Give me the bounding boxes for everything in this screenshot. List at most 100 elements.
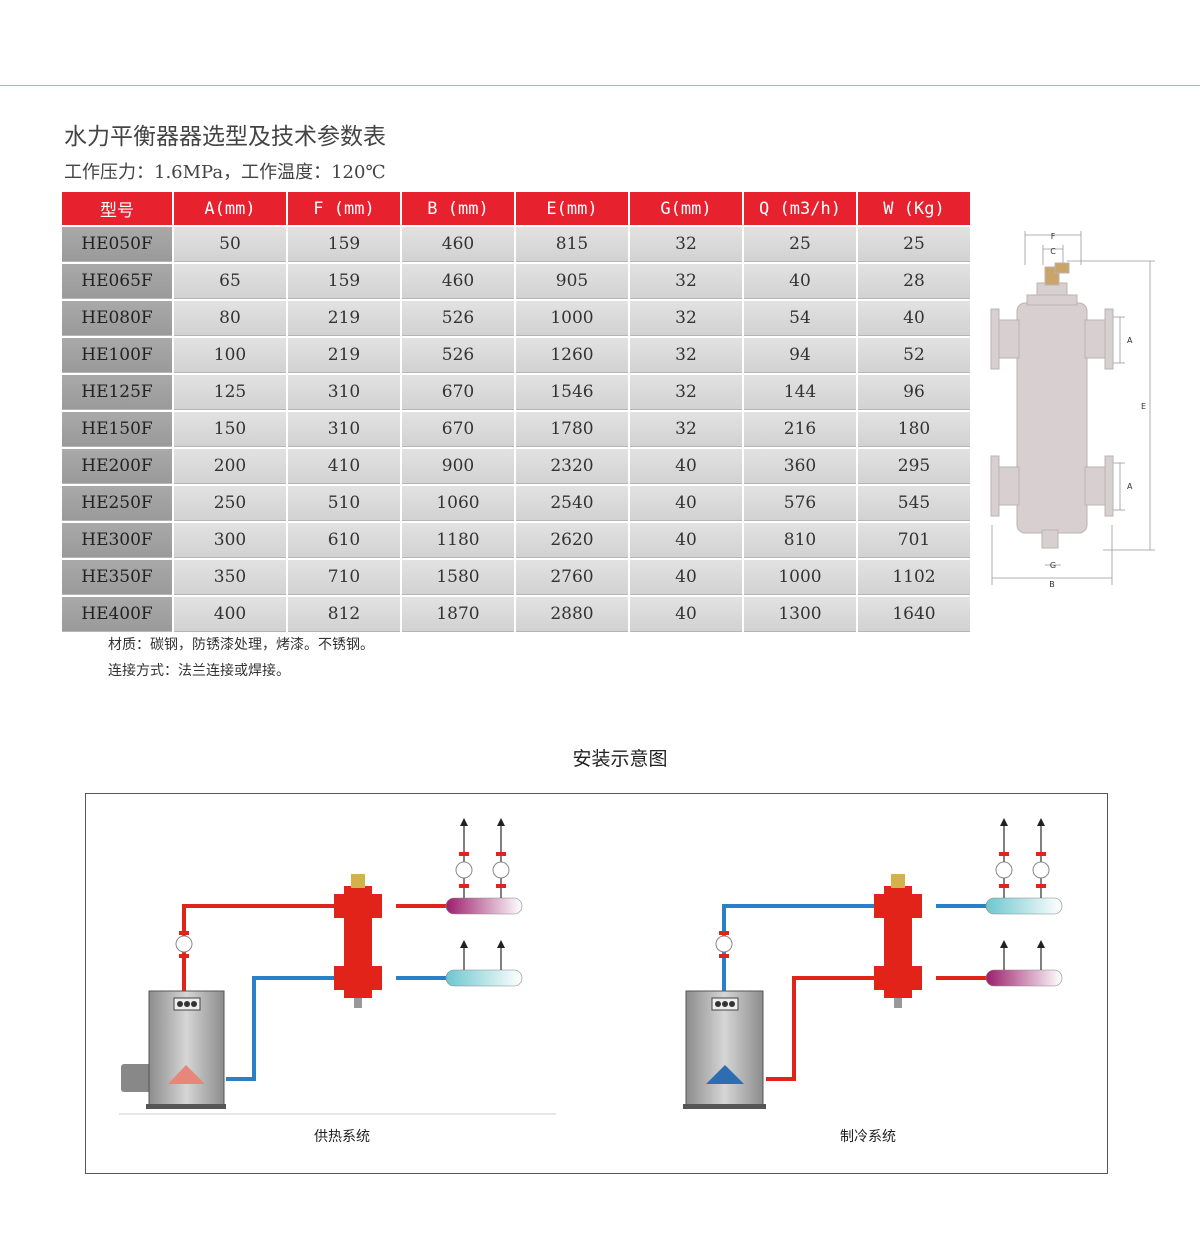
dim-label-c: C bbox=[1050, 247, 1056, 256]
column-header: W (Kg) bbox=[858, 192, 970, 225]
table-cell: 670 bbox=[402, 375, 514, 410]
dim-label-g: G bbox=[1050, 561, 1056, 570]
dim-label-b: B bbox=[1049, 580, 1055, 589]
cooling-system bbox=[683, 818, 1063, 1109]
table-cell: 350 bbox=[174, 560, 286, 595]
table-cell: 32 bbox=[630, 264, 742, 299]
table-cell: 250 bbox=[174, 486, 286, 521]
table-cell: 100 bbox=[174, 338, 286, 373]
table-cell: 40 bbox=[744, 264, 856, 299]
installation-diagram bbox=[119, 818, 1063, 1115]
table-cell: 32 bbox=[630, 338, 742, 373]
table-cell: 80 bbox=[174, 301, 286, 336]
table-cell: 610 bbox=[288, 523, 400, 558]
table-cell: 545 bbox=[858, 486, 970, 521]
table-cell: 526 bbox=[402, 338, 514, 373]
table-cell: 54 bbox=[744, 301, 856, 336]
table-cell: 1000 bbox=[516, 301, 628, 336]
table-cell: 32 bbox=[630, 301, 742, 336]
table-cell: 1102 bbox=[858, 560, 970, 595]
table-cell: 1870 bbox=[402, 597, 514, 632]
table-cell: 1640 bbox=[858, 597, 970, 632]
table-cell: 410 bbox=[288, 449, 400, 484]
table-cell: 2880 bbox=[516, 597, 628, 632]
top-divider bbox=[0, 85, 1200, 86]
table-cell: 28 bbox=[858, 264, 970, 299]
table-cell: 460 bbox=[402, 264, 514, 299]
dim-label-f: F bbox=[1051, 232, 1056, 241]
table-cell: 144 bbox=[744, 375, 856, 410]
table-cell: 576 bbox=[744, 486, 856, 521]
model-cell: HE050F bbox=[62, 227, 172, 262]
install-diagram-box: 供热系统 制冷系统 bbox=[85, 793, 1108, 1174]
table-cell: 1260 bbox=[516, 338, 628, 373]
table-cell: 1780 bbox=[516, 412, 628, 447]
page-title: 水力平衡器器选型及技术参数表 bbox=[64, 124, 386, 150]
table-cell: 32 bbox=[630, 227, 742, 262]
table-cell: 25 bbox=[858, 227, 970, 262]
table-cell: 40 bbox=[630, 486, 742, 521]
table-cell: 216 bbox=[744, 412, 856, 447]
table-cell: 905 bbox=[516, 264, 628, 299]
table-cell: 25 bbox=[744, 227, 856, 262]
table-cell: 1060 bbox=[402, 486, 514, 521]
table-cell: 219 bbox=[288, 338, 400, 373]
table-cell: 400 bbox=[174, 597, 286, 632]
table-cell: 310 bbox=[288, 375, 400, 410]
dim-label-e: E bbox=[1141, 402, 1146, 411]
model-cell: HE300F bbox=[62, 523, 172, 558]
table-cell: 94 bbox=[744, 338, 856, 373]
connection-note: 连接方式：法兰连接或焊接。 bbox=[108, 663, 290, 679]
model-cell: HE065F bbox=[62, 264, 172, 299]
model-cell: HE350F bbox=[62, 560, 172, 595]
model-cell: HE080F bbox=[62, 301, 172, 336]
column-header: Q (m3/h) bbox=[744, 192, 856, 225]
column-header: E(mm) bbox=[516, 192, 628, 225]
table-cell: 310 bbox=[288, 412, 400, 447]
install-diagram-title: 安装示意图 bbox=[572, 748, 668, 770]
table-cell: 360 bbox=[744, 449, 856, 484]
table-cell: 1300 bbox=[744, 597, 856, 632]
table-cell: 1546 bbox=[516, 375, 628, 410]
table-cell: 150 bbox=[174, 412, 286, 447]
table-cell: 510 bbox=[288, 486, 400, 521]
dim-label-a-top: A bbox=[1127, 336, 1133, 345]
table-cell: 526 bbox=[402, 301, 514, 336]
table-cell: 40 bbox=[858, 301, 970, 336]
table-cell: 159 bbox=[288, 264, 400, 299]
table-cell: 295 bbox=[858, 449, 970, 484]
table-cell: 180 bbox=[858, 412, 970, 447]
table-cell: 40 bbox=[630, 523, 742, 558]
table-cell: 810 bbox=[744, 523, 856, 558]
column-header: G(mm) bbox=[630, 192, 742, 225]
table-cell: 65 bbox=[174, 264, 286, 299]
table-cell: 40 bbox=[630, 597, 742, 632]
table-cell: 701 bbox=[858, 523, 970, 558]
table-cell: 50 bbox=[174, 227, 286, 262]
table-cell: 159 bbox=[288, 227, 400, 262]
heating-system bbox=[119, 818, 556, 1115]
page-subtitle: 工作压力：1.6MPa，工作温度：120℃ bbox=[64, 162, 386, 183]
column-header: F (mm) bbox=[288, 192, 400, 225]
table-cell: 200 bbox=[174, 449, 286, 484]
dim-label-a-bottom: A bbox=[1127, 482, 1133, 491]
material-note: 材质：碳钢，防锈漆处理，烤漆。不锈钢。 bbox=[108, 637, 374, 653]
table-cell: 125 bbox=[174, 375, 286, 410]
table-cell: 2540 bbox=[516, 486, 628, 521]
table-cell: 52 bbox=[858, 338, 970, 373]
table-cell: 1000 bbox=[744, 560, 856, 595]
table-cell: 815 bbox=[516, 227, 628, 262]
model-cell: HE400F bbox=[62, 597, 172, 632]
table-cell: 710 bbox=[288, 560, 400, 595]
table-cell: 40 bbox=[630, 560, 742, 595]
table-cell: 900 bbox=[402, 449, 514, 484]
